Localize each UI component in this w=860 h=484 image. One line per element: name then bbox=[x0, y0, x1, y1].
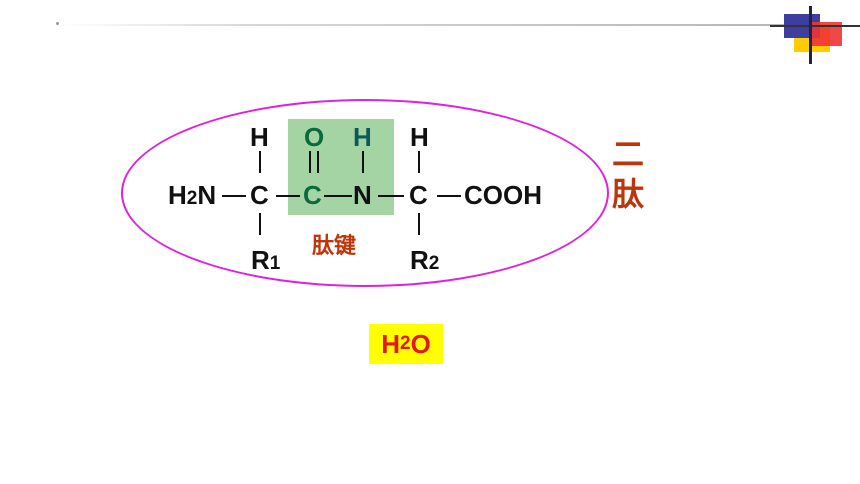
bond-n-h bbox=[362, 151, 364, 173]
bond-n-c1 bbox=[222, 195, 246, 197]
atom-n2: N bbox=[353, 180, 372, 210]
decor-vertical-line bbox=[809, 6, 812, 64]
dipeptide-label-line-1: 二 bbox=[611, 136, 644, 172]
group-r2: R2 bbox=[410, 245, 440, 275]
bond-c2-n bbox=[324, 195, 352, 197]
peptide-bond-label: 肽键 bbox=[312, 233, 357, 258]
bond-c3-r2 bbox=[418, 213, 420, 235]
double-bond-line-1 bbox=[309, 151, 311, 173]
bond-c3-h bbox=[418, 151, 420, 173]
decor-dot bbox=[56, 22, 59, 25]
atom-c2: C bbox=[303, 180, 322, 210]
header-line bbox=[60, 24, 800, 26]
atom-c3-h: H bbox=[410, 122, 429, 152]
carboxyl-group: COOH bbox=[464, 180, 542, 210]
bond-c3-cooh bbox=[437, 195, 461, 197]
bond-c1-c2 bbox=[276, 195, 300, 197]
atom-c1-h: H bbox=[250, 122, 269, 152]
bond-n-c3 bbox=[378, 195, 404, 197]
atom-o: O bbox=[304, 122, 325, 152]
dipeptide-ellipse bbox=[121, 99, 609, 287]
double-bond-line-2 bbox=[317, 151, 319, 173]
atom-n-h: H bbox=[353, 122, 372, 152]
decor-horizontal-line bbox=[770, 25, 860, 27]
atom-c1: C bbox=[250, 180, 269, 210]
peptide-bond-highlight bbox=[288, 119, 394, 215]
dipeptide-label: 二 肽 bbox=[608, 134, 648, 214]
amine-group: H2N bbox=[168, 180, 217, 210]
dipeptide-label-line-2: 肽 bbox=[611, 176, 644, 212]
bond-c1-h bbox=[259, 151, 261, 173]
atom-c3: C bbox=[409, 180, 428, 210]
group-r1: R1 bbox=[251, 245, 281, 275]
bond-c1-r1 bbox=[259, 213, 261, 235]
